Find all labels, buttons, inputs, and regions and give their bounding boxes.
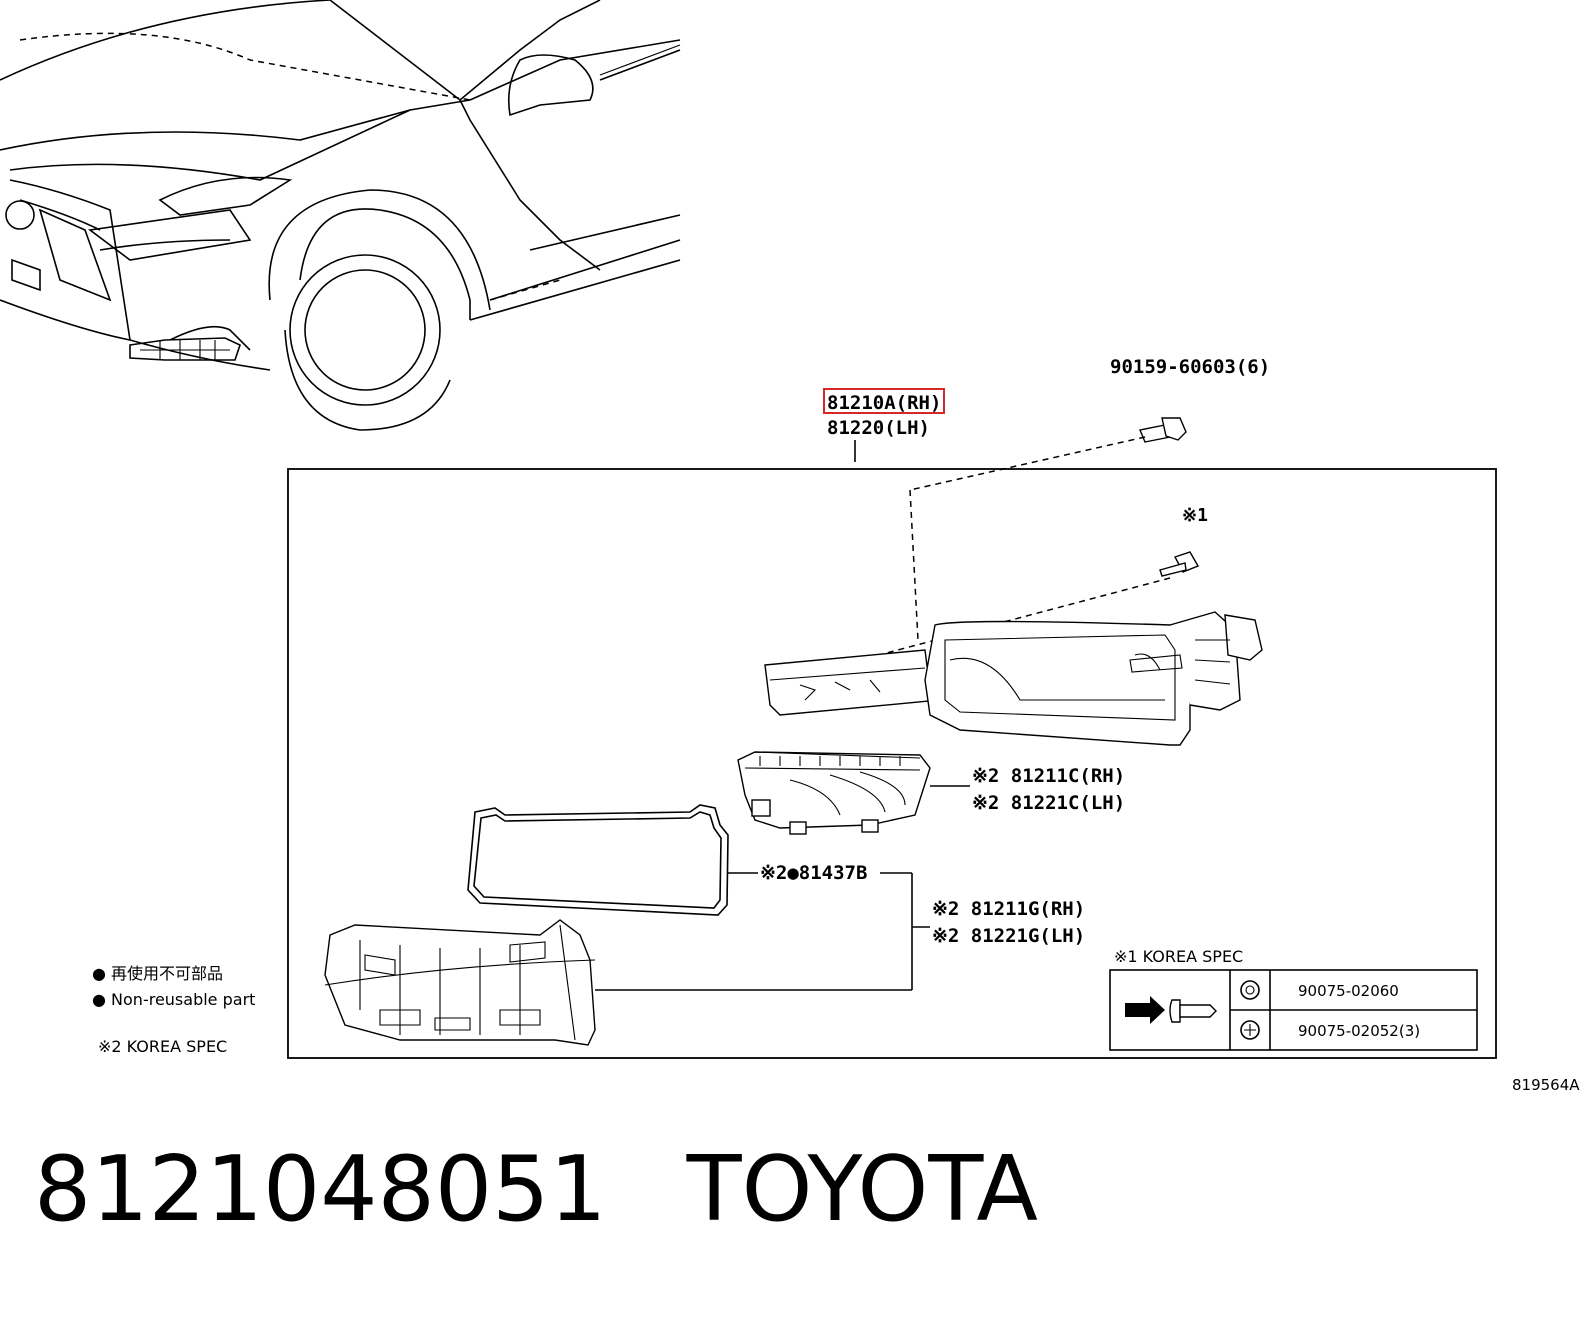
legend-en: ● Non-reusable part — [92, 990, 255, 1009]
brand-name: TOYOTA — [686, 1137, 1038, 1242]
assembly-frame — [287, 468, 1497, 1059]
screw-arrow-icon — [1125, 996, 1217, 1024]
screw-icon — [1159, 551, 1200, 577]
callout-bolt: 90159-60603(6) — [1110, 356, 1270, 378]
reflector-part — [737, 751, 931, 835]
lens-part — [324, 919, 596, 1046]
spec-table-title: ※1 KOREA SPEC — [1114, 947, 1243, 966]
torx-head-icon — [1240, 980, 1260, 1000]
spec-table: 90075-02060 90075-02052(3) — [1109, 969, 1478, 1051]
callout-assembly-rh: 81210A(RH) — [827, 392, 941, 414]
callout-screw-mark: ※1 — [1182, 505, 1208, 526]
spec-row-part: 90075-02052(3) — [1298, 1022, 1420, 1040]
legend-jp: ● 再使用不可部品 — [92, 964, 223, 983]
callout-reflector-rh: ※2 81211C(RH) — [972, 765, 1125, 787]
gasket-part — [467, 804, 729, 916]
figure-code: 819564A — [1512, 1076, 1580, 1094]
legend-spec2: ※2 KOREA SPEC — [98, 1037, 227, 1056]
part-number: 8121048051 — [34, 1137, 607, 1242]
vehicle-illustration — [0, 0, 681, 431]
bolt-leader — [909, 436, 1146, 491]
bolt-icon — [1139, 417, 1187, 443]
spec-row-part: 90075-02060 — [1298, 982, 1399, 1000]
callout-lens-lh: ※2 81221G(LH) — [932, 925, 1085, 947]
fog-lamp-housing — [764, 611, 1263, 746]
callout-lens-rh: ※2 81211G(RH) — [932, 898, 1085, 920]
callout-reflector-lh: ※2 81221C(LH) — [972, 792, 1125, 814]
part-footer: 8121048051 TOYOTA — [34, 1140, 1038, 1240]
callout-gasket: ※2●81437B — [760, 862, 867, 884]
highlight-box — [823, 388, 945, 414]
callout-assembly-lh: 81220(LH) — [827, 417, 930, 439]
phillips-head-icon — [1240, 1020, 1260, 1040]
